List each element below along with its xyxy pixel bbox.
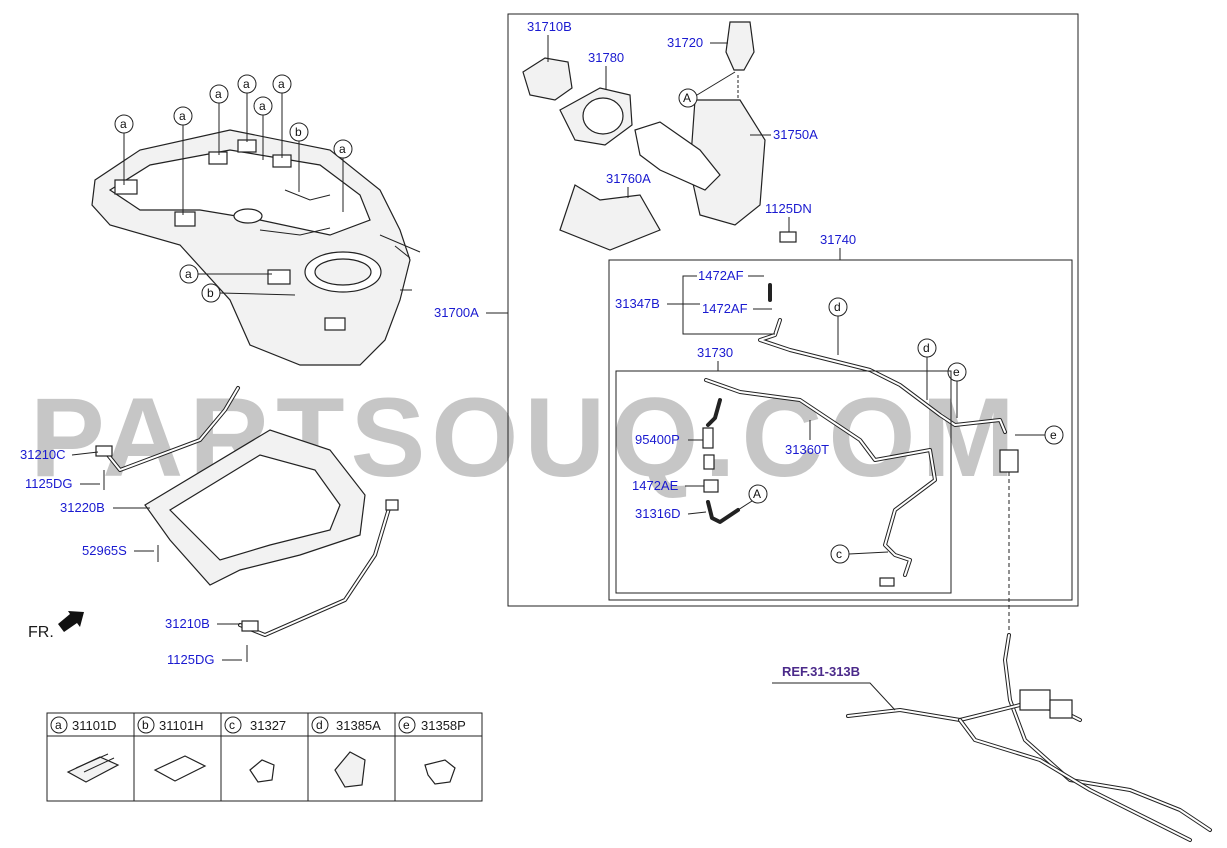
svg-text:a: a [278, 77, 285, 91]
label-1125DG-upper: 1125DG [25, 476, 72, 491]
svg-text:c: c [229, 718, 235, 732]
assembly-box-31730 [615, 370, 952, 594]
filler-neck-drawing [522, 21, 797, 251]
label-1472AE: 1472AE [632, 478, 679, 493]
lower-left-labels: 31210C 1125DG 31220B 52965S 31210B 1125D… [20, 447, 242, 667]
legend-table: a 31101D b 31101H c 31327 d 31385A [46, 712, 483, 802]
svg-text:b: b [295, 125, 302, 139]
label-52965S: 52965S [82, 543, 127, 558]
svg-text:b: b [207, 286, 214, 300]
label-31730: 31730 [697, 345, 733, 360]
svg-text:FR.: FR. [28, 624, 54, 641]
bracket-clip-icon [424, 759, 456, 785]
label-31210C: 31210C [20, 447, 66, 462]
assembly-box-31700A [507, 13, 1079, 607]
svg-text:b: b [142, 718, 149, 732]
svg-text:a: a [243, 77, 250, 91]
assembly-box-31740 [608, 259, 1073, 601]
label-31700A: 31700A [434, 305, 479, 320]
svg-text:c: c [836, 547, 842, 561]
flat-pad-icon [153, 755, 207, 782]
label-31360T: 31360T [785, 442, 829, 457]
svg-text:a: a [120, 117, 127, 131]
label-1472AF-lower: 1472AF [702, 301, 748, 316]
svg-text:31358P: 31358P [421, 718, 466, 733]
label-31220B: 31220B [60, 500, 105, 515]
label-31210B: 31210B [165, 616, 210, 631]
svg-text:d: d [316, 718, 323, 732]
label-1472AF-upper: 1472AF [698, 268, 744, 283]
svg-text:31327: 31327 [250, 718, 286, 733]
legend-cell-c: c 31327 [224, 716, 286, 783]
foam-pad-icon [66, 753, 120, 783]
label-1125DG-lower: 1125DG [167, 652, 214, 667]
label-1125DN: 1125DN [765, 201, 812, 216]
watermark: PARTSOUQ.COM [30, 375, 1021, 500]
svg-text:31101H: 31101H [159, 718, 204, 733]
svg-text:A: A [753, 487, 761, 501]
tank-callouts: a a a a a a b a a b [114, 74, 353, 303]
label-31710B: 31710B [527, 19, 572, 34]
svg-text:d: d [923, 341, 930, 355]
clip-icon [249, 759, 275, 783]
svg-text:REF.31-313B: REF.31-313B [782, 664, 860, 679]
legend-cell-e: e 31358P [398, 716, 466, 785]
svg-text:e: e [953, 365, 960, 379]
svg-text:d: d [834, 300, 841, 314]
label-95400P: 95400P [635, 432, 680, 447]
legend-cell-a: a 31101D [50, 716, 120, 783]
front-direction-indicator: FR. [28, 611, 84, 641]
svg-text:e: e [403, 718, 410, 732]
label-31780: 31780 [588, 50, 624, 65]
front-arrow-icon [58, 611, 84, 632]
svg-text:a: a [185, 267, 192, 281]
svg-text:e: e [1050, 428, 1057, 442]
svg-text:A: A [683, 91, 691, 105]
svg-text:a: a [215, 87, 222, 101]
svg-text:31101D: 31101D [72, 718, 117, 733]
legend-cell-b: b 31101H [137, 716, 207, 782]
legend-cell-d: d 31385A [311, 716, 381, 788]
label-31720: 31720 [667, 35, 703, 50]
svg-text:31385A: 31385A [336, 718, 381, 733]
label-31347B: 31347B [615, 296, 660, 311]
tube-31730-labels: 31730 95400P 31360T 1472AE 31316D A c [632, 345, 889, 564]
fuel-line-drawing [846, 633, 1212, 842]
assembly-labels: 31710B 31780 31720 A 31750A 31760A 1125D… [434, 19, 856, 320]
svg-text:a: a [339, 142, 346, 156]
label-31316D: 31316D [635, 506, 681, 521]
strap-protector-drawing [95, 386, 399, 662]
svg-text:a: a [179, 109, 186, 123]
label-31750A: 31750A [773, 127, 818, 142]
vapor-tube-drawing [758, 283, 1019, 630]
clamp-icon [334, 751, 366, 788]
label-31760A: 31760A [606, 171, 651, 186]
label-31740: 31740 [820, 232, 856, 247]
svg-text:a: a [259, 99, 266, 113]
svg-text:a: a [55, 718, 62, 732]
vapor-tube-labels: 1472AF 31347B 1472AF d d e e [615, 268, 1064, 445]
fuel-tank-drawing [91, 129, 421, 366]
ref-label[interactable]: REF.31-313B [772, 664, 896, 711]
